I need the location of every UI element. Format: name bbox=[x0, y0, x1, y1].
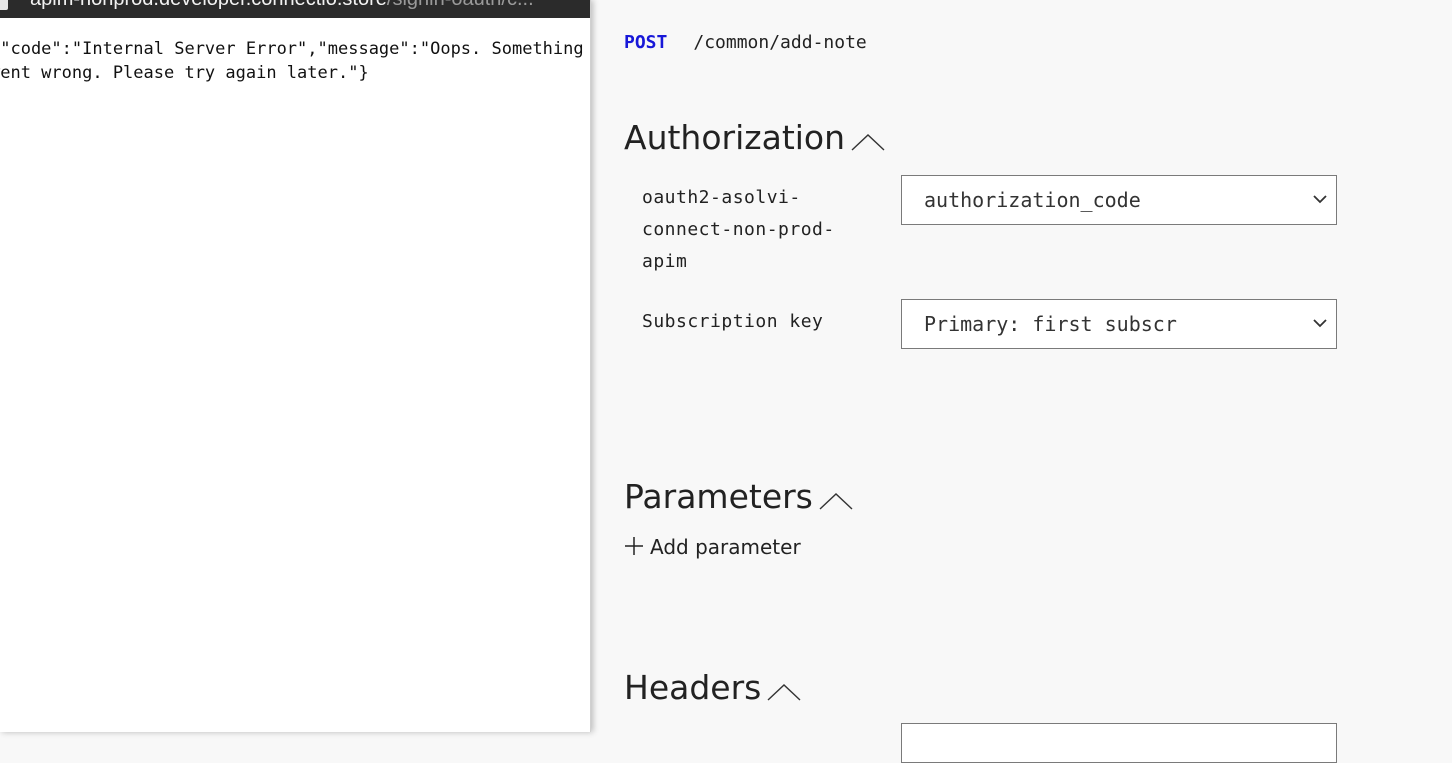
headers-title: Headers bbox=[624, 668, 762, 707]
oauth-flow-select[interactable]: authorization_code bbox=[901, 175, 1337, 225]
subscription-key-label: Subscription key bbox=[642, 311, 824, 332]
oauth-popup-window: apim-nonprod.developer.connectio.store/s… bbox=[0, 0, 591, 732]
api-test-console: POST/common/add-note Authorization oauth… bbox=[592, 0, 1452, 763]
subscription-key-select[interactable]: Primary: first subscr bbox=[901, 299, 1337, 349]
chevron-up-icon[interactable] bbox=[851, 132, 885, 152]
authorization-section-header[interactable]: Authorization bbox=[624, 118, 885, 157]
chevron-up-icon[interactable] bbox=[819, 491, 853, 511]
plus-icon bbox=[625, 537, 643, 555]
headers-section-header[interactable]: Headers bbox=[624, 668, 801, 707]
add-parameter-button[interactable]: Add parameter bbox=[624, 535, 801, 559]
header-value-field[interactable] bbox=[901, 723, 1337, 763]
popup-url: apim-nonprod.developer.connectio.store/s… bbox=[30, 0, 534, 11]
subscription-key-value: Primary: first subscr bbox=[924, 312, 1177, 336]
popup-titlebar: apim-nonprod.developer.connectio.store/s… bbox=[0, 0, 590, 18]
http-method: POST bbox=[624, 32, 668, 53]
chevron-down-icon bbox=[1313, 319, 1327, 328]
oauth-flow-value: authorization_code bbox=[924, 188, 1141, 212]
parameters-section-header[interactable]: Parameters bbox=[624, 477, 853, 516]
operation-path: /common/add-note bbox=[693, 32, 867, 53]
error-response-text: {"code":"Internal Server Error","message… bbox=[0, 39, 584, 83]
authorization-title: Authorization bbox=[624, 118, 846, 157]
parameters-title: Parameters bbox=[624, 477, 813, 516]
chevron-down-icon bbox=[1313, 195, 1327, 204]
oauth-server-label: oauth2-asolvi-connect-non-prod-apim bbox=[642, 187, 835, 272]
operation-line: POST/common/add-note bbox=[624, 32, 867, 53]
chevron-up-icon[interactable] bbox=[767, 682, 801, 702]
popup-url-host: apim-nonprod.developer.connectio.store bbox=[30, 0, 387, 10]
add-parameter-label: Add parameter bbox=[650, 535, 801, 559]
popup-url-path: /signin-oauth/c... bbox=[387, 0, 534, 10]
page-icon bbox=[0, 0, 8, 10]
